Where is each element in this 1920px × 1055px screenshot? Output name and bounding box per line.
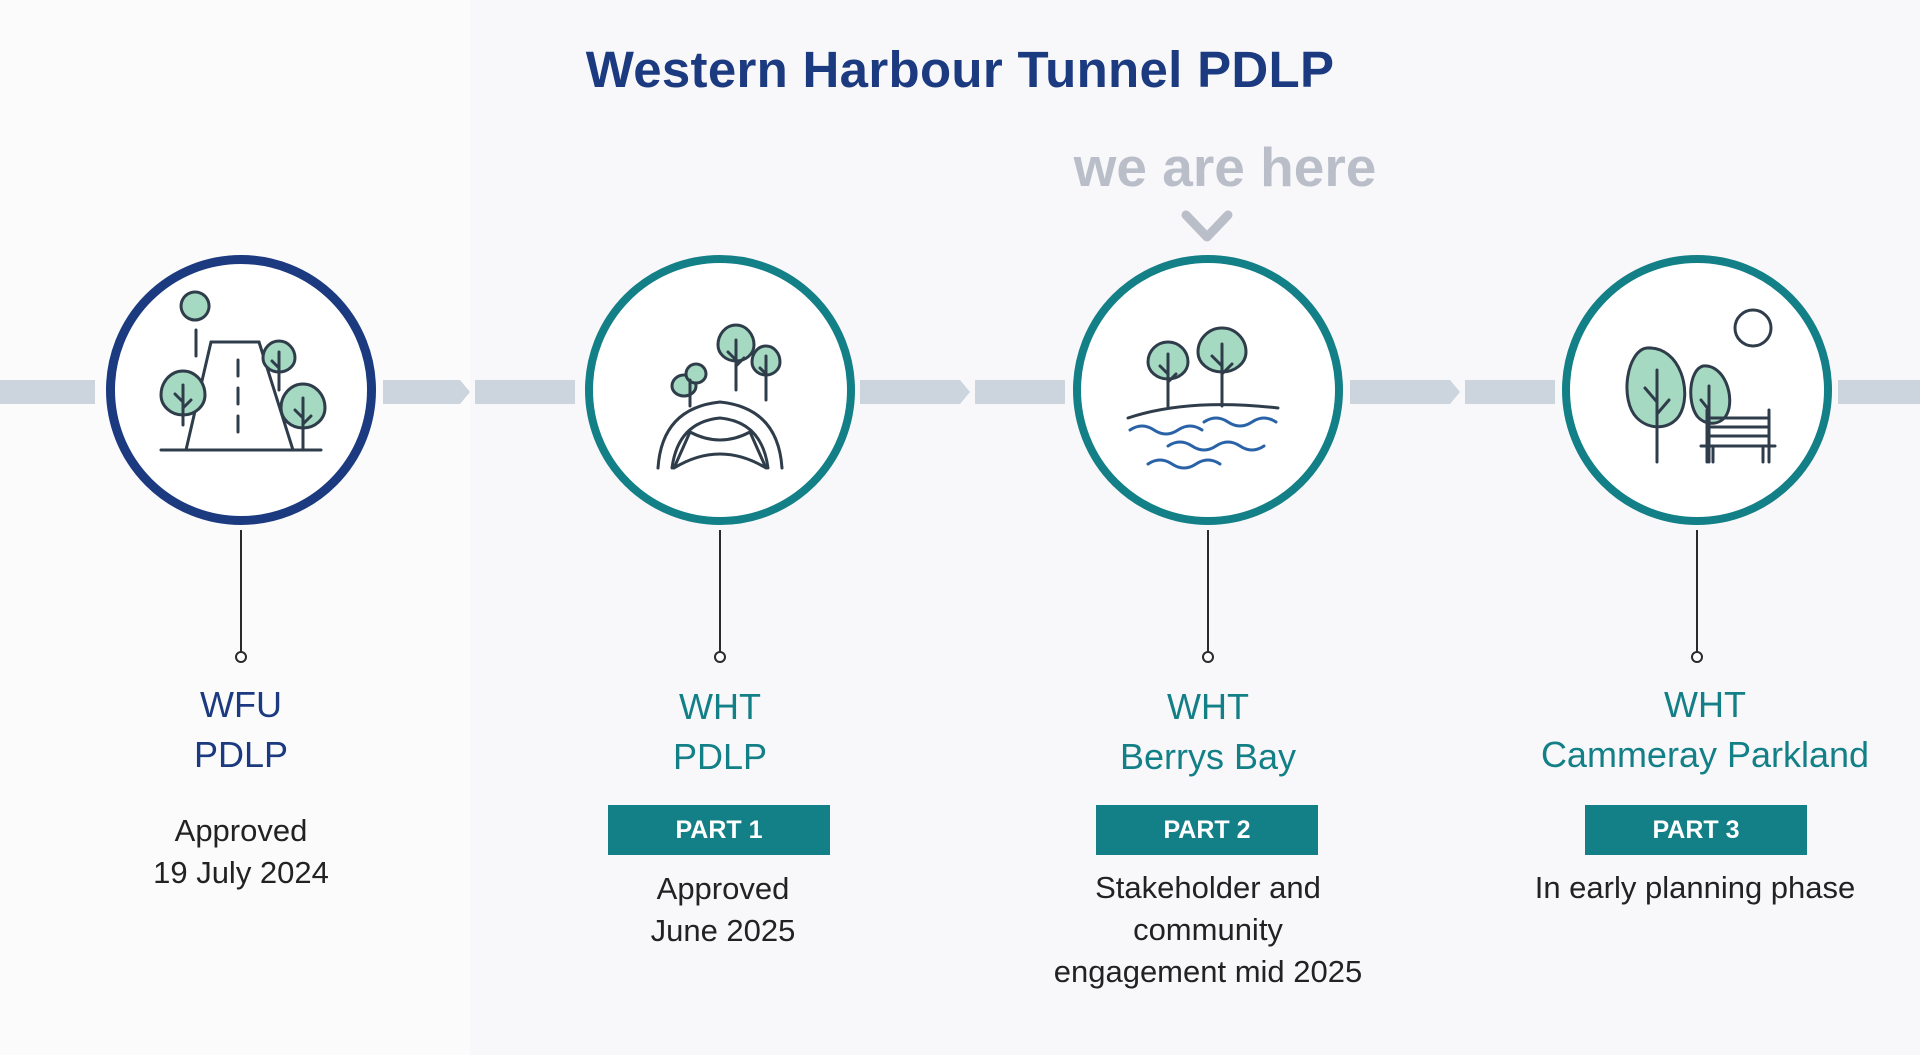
track-segment — [975, 380, 1065, 404]
stage-connector-line — [719, 530, 721, 654]
status-line: engagement mid 2025 — [1053, 954, 1363, 989]
road-with-trees-icon — [159, 290, 327, 452]
stage-title-line: WHT — [1664, 684, 1746, 725]
stage-connector-line — [240, 530, 242, 654]
stage-title-line: WHT — [679, 686, 761, 727]
stage-connector-line — [1207, 530, 1209, 654]
progress-track — [0, 380, 1920, 404]
part-badge: PART 2 — [1096, 805, 1318, 855]
status-line: Stakeholder and — [1095, 870, 1321, 905]
stage-status-wht-pdlp: Approved June 2025 — [503, 868, 943, 952]
stage-ring — [1073, 255, 1343, 525]
stage-status-wfu-pdlp: Approved 19 July 2024 — [21, 810, 461, 894]
stage-node-wfu-pdlp — [106, 255, 376, 525]
status-line: In early planning phase — [1534, 870, 1856, 905]
stage-status-wht-berrys-bay: Stakeholder and community engagement mid… — [988, 867, 1428, 993]
trees-by-water-icon — [1126, 326, 1280, 470]
park-bench-trees-icon — [1625, 308, 1777, 464]
stage-connector-line — [1696, 530, 1698, 654]
left-background-panel — [0, 0, 470, 1055]
track-arrow-segment — [1350, 380, 1460, 404]
stage-title-line: Berrys Bay — [1119, 736, 1297, 777]
stage-title-wht-cammeray-parkland: WHT Cammeray Parkland — [1465, 680, 1920, 780]
track-segment — [1465, 380, 1555, 404]
stage-node-wht-cammeray-parkland — [1562, 255, 1832, 525]
stage-node-wht-berrys-bay — [1073, 255, 1343, 525]
status-line: Approved — [174, 813, 308, 848]
stage-ring — [106, 255, 376, 525]
chevron-down-icon — [1181, 210, 1233, 242]
stage-title-line: PDLP — [193, 734, 289, 775]
status-line: community — [1133, 912, 1283, 947]
status-line: Approved — [656, 871, 790, 906]
stage-status-wht-cammeray-parkland: In early planning phase — [1475, 867, 1915, 909]
track-segment — [0, 380, 95, 404]
stage-title-line: PDLP — [672, 736, 768, 777]
stage-connector-dot — [1691, 651, 1703, 663]
track-segment — [1838, 380, 1920, 404]
part-badge: PART 1 — [608, 805, 830, 855]
stage-title-wfu-pdlp: WFU PDLP — [1, 680, 481, 780]
page-title: Western Harbour Tunnel PDLP — [585, 41, 1335, 98]
stage-title-wht-berrys-bay: WHT Berrys Bay — [968, 682, 1448, 782]
track-arrow-segment — [860, 380, 970, 404]
we-are-here-label: we are here — [1073, 136, 1377, 198]
stage-title-wht-pdlp: WHT PDLP — [480, 682, 960, 782]
status-line: June 2025 — [650, 913, 796, 948]
stage-title-line: WHT — [1167, 686, 1249, 727]
track-arrow-segment — [383, 380, 470, 404]
stage-connector-dot — [1202, 651, 1214, 663]
stage-node-wht-pdlp — [585, 255, 855, 525]
stage-connector-dot — [235, 651, 247, 663]
stage-title-line: WFU — [200, 684, 282, 725]
part-badge: PART 3 — [1585, 805, 1807, 855]
bridge-with-trees-icon — [656, 323, 784, 470]
stage-connector-dot — [714, 651, 726, 663]
stage-ring — [585, 255, 855, 525]
track-segment — [475, 380, 575, 404]
status-line: 19 July 2024 — [153, 855, 329, 890]
stage-title-line: Cammeray Parkland — [1540, 734, 1870, 775]
